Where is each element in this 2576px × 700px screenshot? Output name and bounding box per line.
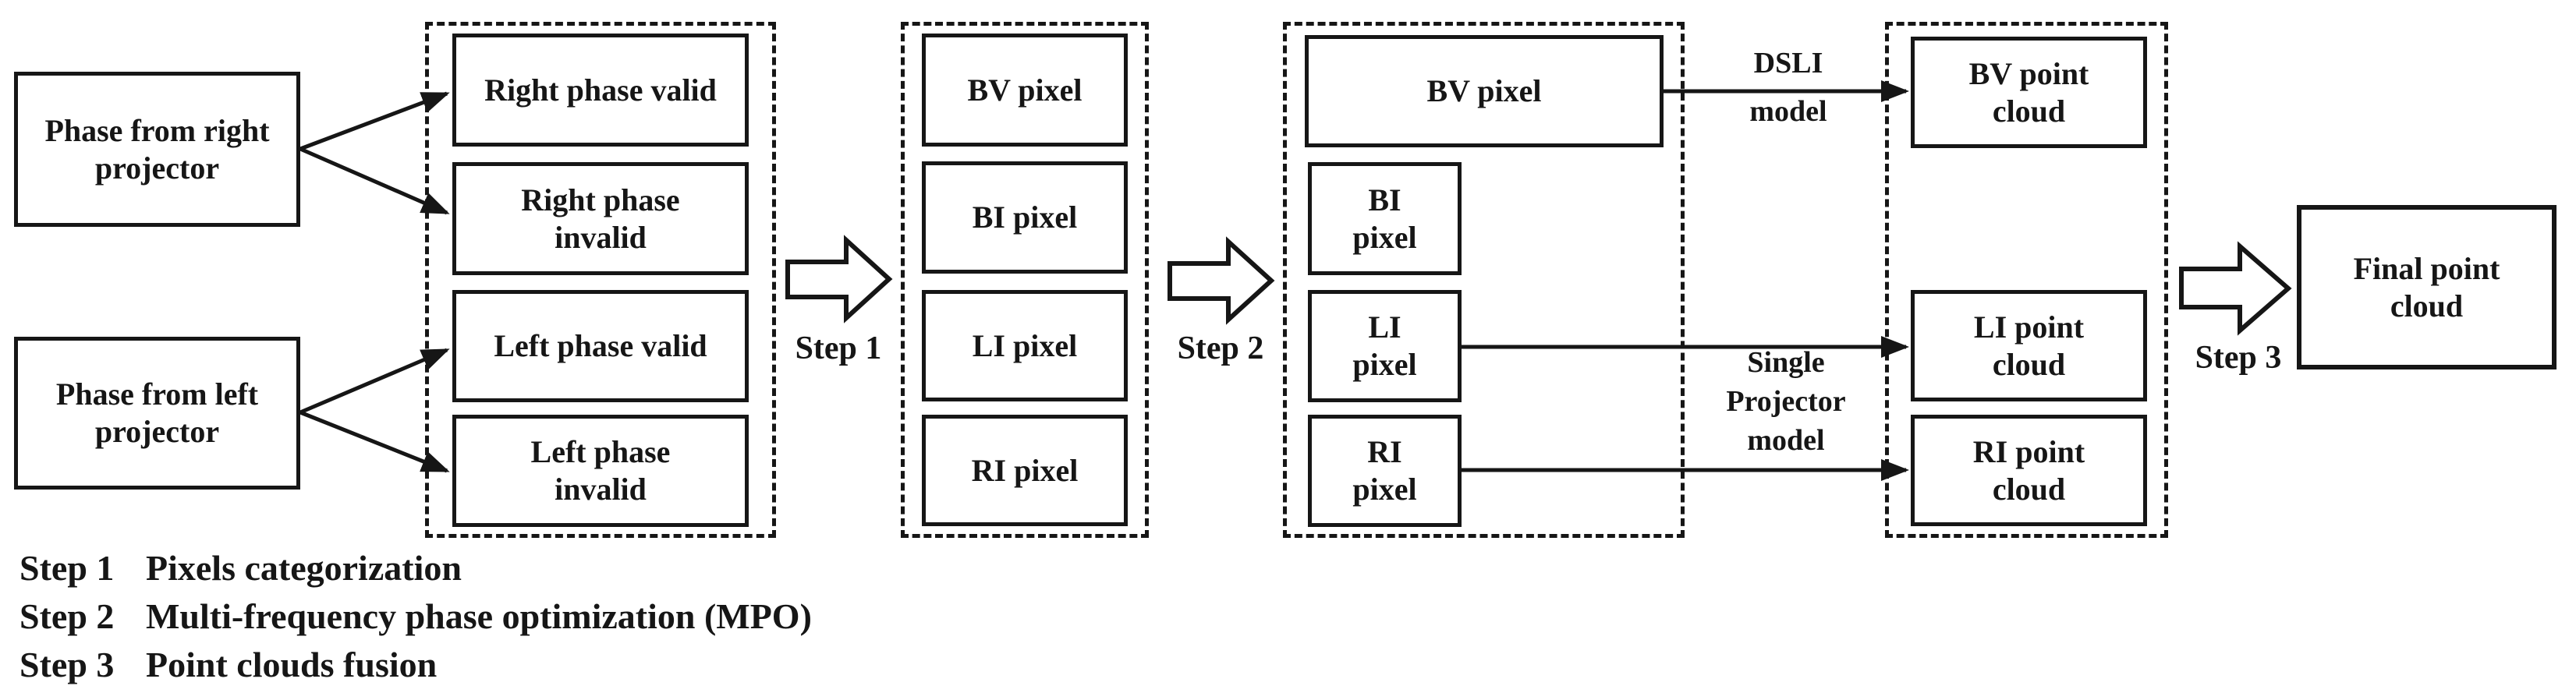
box-label: Phase from right projector xyxy=(44,112,270,186)
box-label: Left phase valid xyxy=(494,328,707,363)
box-left-phase-invalid: Left phase invalid xyxy=(452,415,749,527)
box-label: RI pixel xyxy=(971,452,1079,488)
box-label: Right phase valid xyxy=(484,72,717,108)
box-final-point-cloud: Final point cloud xyxy=(2297,205,2557,369)
dsli-model-label-line1: DSLI xyxy=(1753,47,1823,80)
box-left-phase-valid: Left phase valid xyxy=(452,290,749,402)
step1-block-arrow xyxy=(785,235,893,323)
box-label: LI point cloud xyxy=(1973,309,2085,382)
dsli-model-label-line2: model xyxy=(1749,95,1827,128)
box-label: Final point cloud xyxy=(2353,250,2500,323)
box-label: Phase from left projector xyxy=(55,377,259,449)
box-label: BI pixel xyxy=(972,200,1078,235)
arrow-rightproj-to-right-valid xyxy=(299,91,450,151)
single-projector-model-line1: Single xyxy=(1747,346,1825,379)
single-projector-model-line2: Projector xyxy=(1726,385,1846,418)
legend-step-label: Step 1 xyxy=(19,548,115,588)
box-ri-point-cloud: RI point cloud xyxy=(1911,415,2147,526)
box-label: BV point cloud xyxy=(1968,55,2089,129)
box-label: LI pixel xyxy=(972,327,1078,363)
box-label: RI pixel xyxy=(1352,434,1417,507)
box-right-phase-valid: Right phase valid xyxy=(452,34,749,147)
box-label: BI pixel xyxy=(1352,182,1417,255)
step1-label: Step 1 xyxy=(795,331,882,366)
box-ri-pixel: RI pixel xyxy=(922,415,1128,526)
step2-block-arrow xyxy=(1168,236,1275,325)
box-bv-pixel: BV pixel xyxy=(922,34,1128,147)
legend-row-step2: Step 2 Multi-frequency phase optimization… xyxy=(19,596,812,637)
box-label: RI point cloud xyxy=(1972,433,2085,507)
box-bi-pixel: BI pixel xyxy=(922,161,1128,274)
box-label: Right phase invalid xyxy=(521,182,680,255)
box-label: Left phase invalid xyxy=(530,434,671,507)
step3-label: Step 3 xyxy=(2195,340,2282,376)
box-label: BV pixel xyxy=(1426,73,1542,108)
box-li-pixel: LI pixel xyxy=(922,290,1128,401)
box-bv-point-cloud: BV point cloud xyxy=(1911,37,2147,148)
step3-block-arrow xyxy=(2179,241,2292,336)
legend-step-desc: Point clouds fusion xyxy=(146,645,438,684)
box-ri-pixel-small: RI pixel xyxy=(1308,415,1462,527)
box-phase-from-right-projector: Phase from right projector xyxy=(14,72,300,227)
legend-step-label: Step 3 xyxy=(19,645,115,684)
single-projector-model-label: Single Projector model xyxy=(1692,343,1880,460)
arrow-leftproj-to-left-valid xyxy=(299,348,450,415)
box-li-pixel-small: LI pixel xyxy=(1308,290,1462,402)
stage3-group-border xyxy=(1283,22,1685,538)
box-li-point-cloud: LI point cloud xyxy=(1911,290,2147,401)
box-bv-pixel-wide: BV pixel xyxy=(1305,35,1664,147)
legend-step-desc: Pixels categorization xyxy=(146,548,462,588)
legend-step-desc: Multi-frequency phase optimization (MPO) xyxy=(146,596,812,636)
stage1-group-border xyxy=(425,22,776,538)
box-label: BV pixel xyxy=(967,72,1082,108)
box-right-phase-invalid: Right phase invalid xyxy=(452,162,749,275)
box-bi-pixel-small: BI pixel xyxy=(1308,162,1462,275)
arrow-leftproj-to-left-invalid xyxy=(299,410,450,473)
legend-step-label: Step 2 xyxy=(19,596,115,636)
box-phase-from-left-projector: Phase from left projector xyxy=(14,337,300,490)
stage4-group-border xyxy=(1885,22,2168,538)
stage2-group-border xyxy=(901,22,1149,538)
legend-row-step3: Step 3 Point clouds fusion xyxy=(19,644,437,685)
step2-label: Step 2 xyxy=(1177,331,1264,366)
single-projector-model-line3: model xyxy=(1747,424,1825,457)
legend-row-step1: Step 1 Pixels categorization xyxy=(19,547,462,589)
box-label: LI pixel xyxy=(1352,309,1417,382)
arrow-rightproj-to-right-invalid xyxy=(299,147,450,215)
